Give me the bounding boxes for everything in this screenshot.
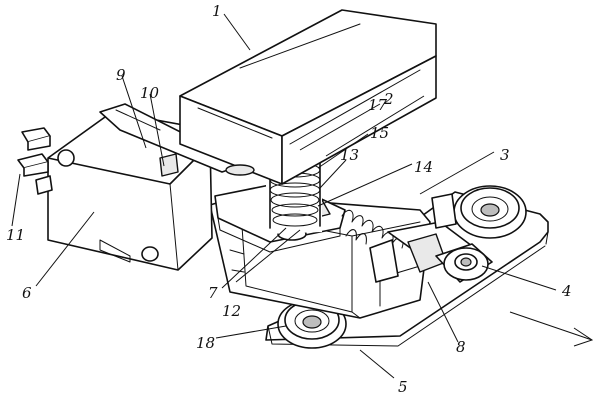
label-14: 14 [414,158,433,176]
label-13: 13 [340,146,359,164]
label-9: 9 [116,66,126,84]
leader-lines [11,13,557,379]
label-7: 7 [208,284,218,302]
reference-numerals: 1 2 3 4 5 6 7 8 9 10 11 12 13 14 15 17 1… [6,2,572,396]
label-17: 17 [368,96,388,114]
label-3: 3 [500,146,510,164]
direction-arrow [509,311,594,347]
label-15: 15 [370,124,389,142]
label-18: 18 [196,334,215,352]
label-10: 10 [140,84,160,102]
label-8: 8 [456,338,466,356]
label-12: 12 [222,302,241,320]
label-5: 5 [398,378,408,396]
mounting-boss-right [453,185,527,239]
label-6: 6 [22,284,32,302]
label-4: 4 [561,282,572,300]
label-1: 1 [212,2,222,20]
label-11: 11 [6,226,25,244]
push-button [179,9,437,185]
actuating-lever [99,103,241,177]
eyelet-terminal [435,243,493,283]
label-2: 2 [383,90,394,108]
